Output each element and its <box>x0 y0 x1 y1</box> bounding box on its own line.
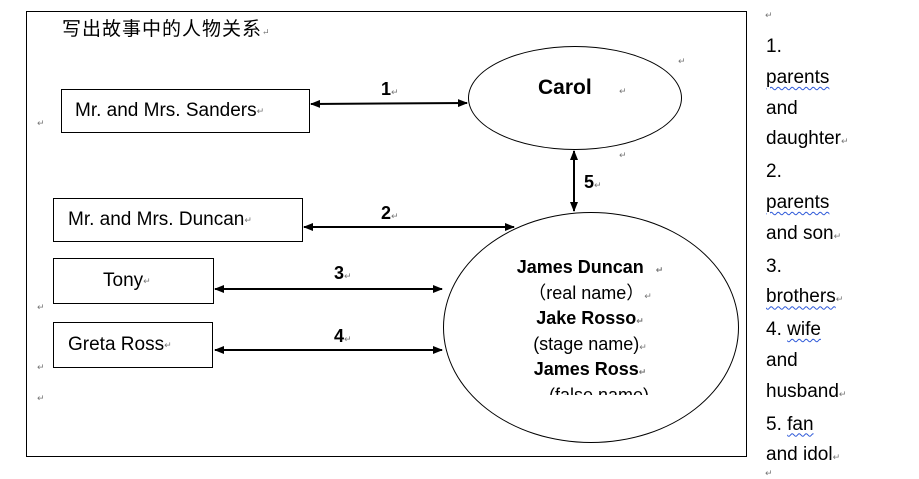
carol-label: Carol <box>538 76 592 99</box>
relation-1-number: 1. <box>766 36 782 57</box>
james-stage-note: (stage name)↵ <box>533 333 647 354</box>
relation-4-word: wife <box>787 319 821 341</box>
diagram-title: 写出故事中的人物关系↵ <box>62 18 271 40</box>
diagram-frame <box>26 11 747 457</box>
node-james <box>443 212 739 443</box>
james-real-name: James Duncan↵ <box>516 257 664 277</box>
relation-5-number: 5. <box>766 413 782 435</box>
relation-2-word: parents <box>766 191 830 213</box>
paragraph-mark: ↵ <box>765 468 773 478</box>
relation-5-word: and idol <box>766 444 833 466</box>
relation-3-number: 3. <box>766 255 782 277</box>
relation-2-number: 2. <box>766 161 782 183</box>
node-tony: Tony↵ <box>53 258 214 304</box>
relation-4-number: 4. <box>766 319 782 341</box>
james-stage-name: Jake Rosso↵ <box>536 308 644 328</box>
paragraph-mark: ↵ <box>37 302 45 312</box>
james-false-note: (false name) <box>548 384 650 395</box>
relation-3-word: brothers <box>766 286 836 308</box>
relations-list: 1. parents and daughter↵ 2. parents and … <box>766 32 849 473</box>
paragraph-mark: ↵ <box>37 393 45 403</box>
paragraph-mark: ↵ <box>678 56 686 66</box>
relation-1-word: parents <box>766 66 830 88</box>
james-names: James Duncan↵ （real name）↵ Jake Rosso↵ (… <box>445 255 735 395</box>
relation-1-word: daughter <box>766 128 842 150</box>
paragraph-mark: ↵ <box>37 118 45 128</box>
relation-4-word: husband <box>766 380 839 402</box>
node-duncan: Mr. and Mrs. Duncan↵ <box>53 198 303 242</box>
arrow-label-5: 5↵ <box>584 172 602 192</box>
arrow-label-3: 3↵ <box>334 263 352 283</box>
james-real-note: （real name）↵ <box>528 282 652 303</box>
relation-5-word: fan <box>787 413 814 435</box>
relation-2-word: and son <box>766 222 834 244</box>
node-sanders: Mr. and Mrs. Sanders↵ <box>61 89 310 133</box>
relation-4-word: and <box>766 349 798 371</box>
james-false-name: James Ross↵ <box>533 359 647 379</box>
arrow-label-2: 2↵ <box>381 203 399 223</box>
paragraph-mark: ↵ <box>765 10 773 20</box>
arrow-1 <box>310 99 468 108</box>
arrow-label-4: 4↵ <box>334 326 352 346</box>
arrow-label-1: 1↵ <box>381 79 399 99</box>
paragraph-mark: ↵ <box>619 150 627 160</box>
node-greta: Greta Ross↵ <box>53 322 213 368</box>
node-carol <box>468 46 682 150</box>
relation-1-word: and <box>766 97 798 119</box>
paragraph-mark: ↵ <box>37 362 45 372</box>
